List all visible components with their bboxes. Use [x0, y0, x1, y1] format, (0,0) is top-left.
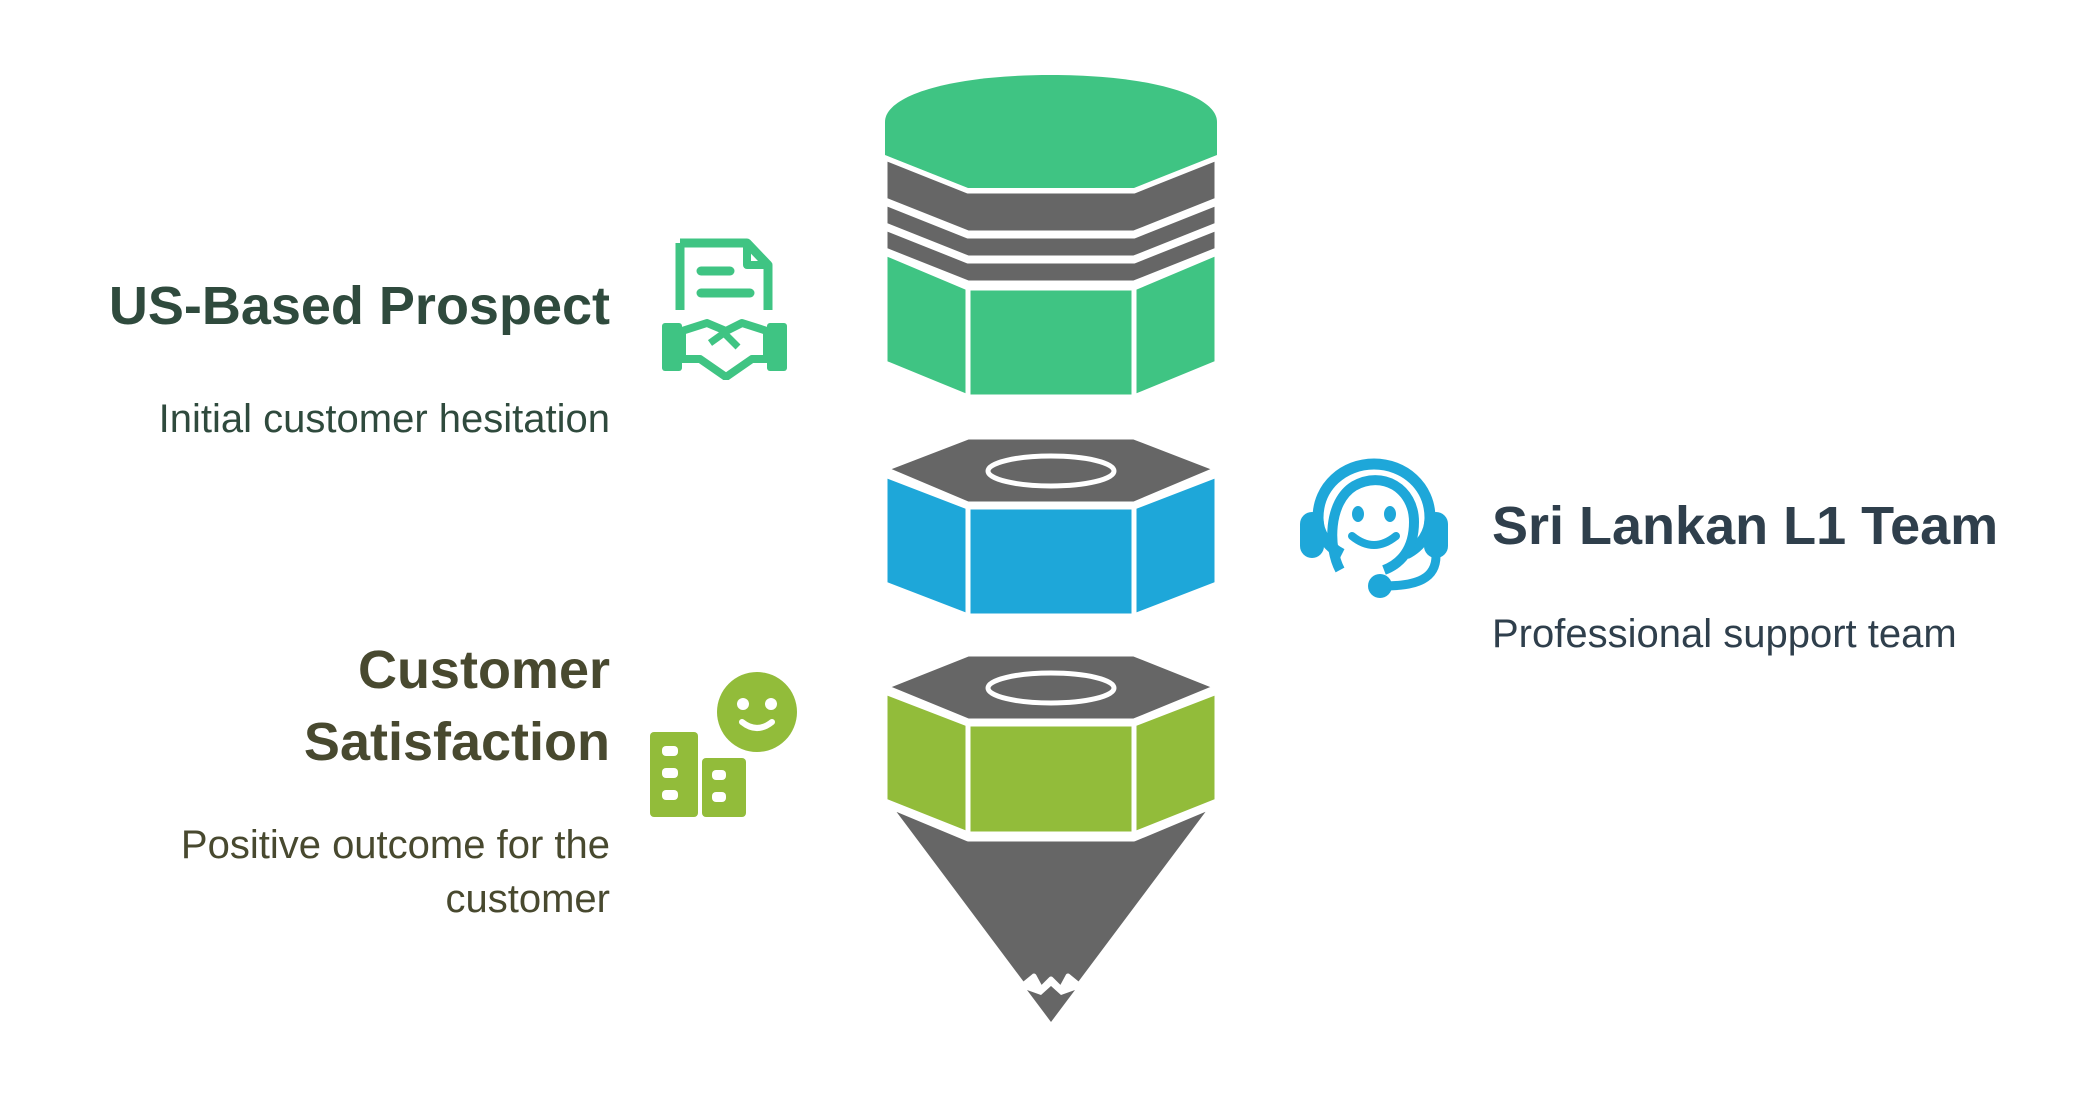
lower-segment	[882, 651, 1220, 837]
eraser-segment	[882, 75, 1220, 400]
sri-lankan-team-description: Professional support team	[1492, 612, 1957, 656]
pencil-tip	[886, 803, 1216, 1022]
body-segment	[882, 434, 1220, 619]
sri-lankan-team-title: Sri Lankan L1 Team	[1492, 496, 1999, 556]
customer-satisfaction-description-line2: customer	[445, 877, 611, 921]
us-prospect-title: US-Based Prospect	[108, 276, 610, 336]
customer-satisfaction-description-line1: Positive outcome for the	[180, 823, 610, 867]
building-smiley-icon	[650, 672, 797, 817]
customer-satisfaction-title-line1: Customer	[357, 640, 610, 700]
contract-handshake-icon	[662, 238, 787, 380]
headset-support-icon	[1300, 458, 1448, 598]
customer-satisfaction-title-line2: Satisfaction	[303, 712, 610, 772]
us-prospect-description: Initial customer hesitation	[158, 397, 610, 441]
